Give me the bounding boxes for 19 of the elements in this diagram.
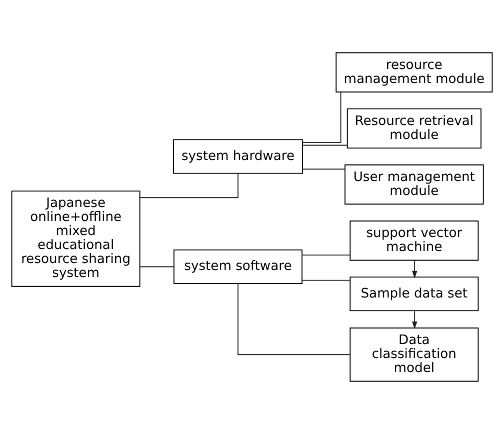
connector bbox=[139, 172, 238, 198]
node-box: Japanese online+offline mixed educational resource sharing system bbox=[11, 190, 140, 287]
node-box: system software bbox=[174, 249, 302, 284]
connector bbox=[302, 144, 348, 146]
arrow bbox=[412, 260, 418, 278]
arrow bbox=[412, 310, 418, 329]
node-box: Sample data set bbox=[350, 276, 479, 312]
connector bbox=[302, 168, 346, 170]
connector bbox=[139, 266, 174, 268]
node-box: User management module bbox=[344, 164, 484, 205]
connector bbox=[302, 254, 351, 256]
connector bbox=[238, 283, 351, 356]
node-box: resource management module bbox=[336, 52, 493, 92]
node-box: support vector machine bbox=[350, 220, 479, 261]
node-box: Resource retrieval module bbox=[346, 108, 482, 149]
connector bbox=[302, 280, 351, 281]
node-box: system hardware bbox=[173, 139, 303, 174]
connector bbox=[302, 92, 342, 143]
node-box: Data classification model bbox=[350, 328, 479, 382]
